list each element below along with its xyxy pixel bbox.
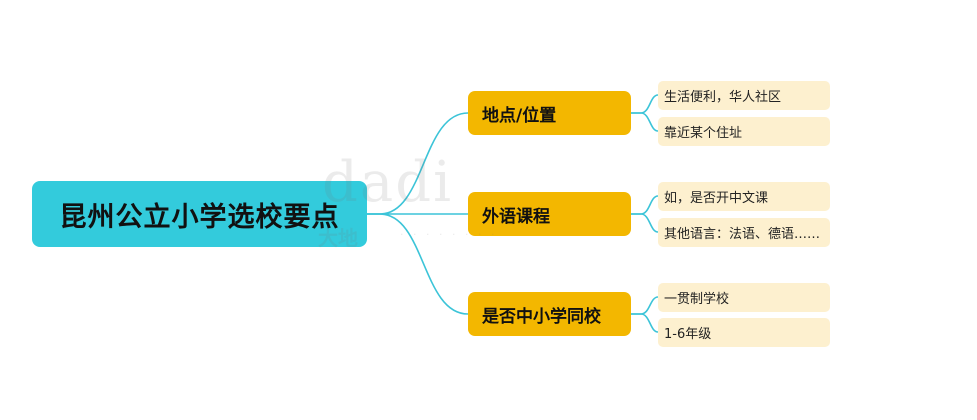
leaf-label: 生活便利，华人社区 — [664, 90, 782, 105]
leaf-topic[interactable]: 1-6年级 — [658, 318, 830, 347]
connector-branch-2-leaf-2 — [631, 213, 659, 233]
leaf-topic[interactable]: 靠近某个住址 — [658, 117, 830, 146]
connector-branch-2-leaf-1 — [631, 195, 659, 215]
leaf-topic[interactable]: 其他语言：法语、德语…… — [658, 218, 830, 247]
root-topic[interactable]: 昆州公立小学选校要点 — [32, 181, 367, 247]
leaf-label: 1-6年级 — [664, 327, 712, 342]
connector-branch-1-leaf-1 — [631, 94, 659, 114]
branch-combined-school[interactable]: 是否中小学同校 — [468, 292, 631, 336]
connector-branch-1-leaf-2 — [631, 112, 659, 132]
connector-root-branch-1 — [367, 112, 469, 215]
leaf-label: 如，是否开中文课 — [664, 191, 769, 206]
leaf-label: 一贯制学校 — [664, 292, 730, 307]
connector-branch-3-leaf-1 — [631, 296, 659, 315]
branch-label: 是否中小学同校 — [482, 306, 601, 327]
branch-label: 外语课程 — [482, 206, 550, 227]
leaf-label: 靠近某个住址 — [664, 126, 743, 141]
root-topic-label: 昆州公立小学选校要点 — [59, 201, 340, 233]
branch-location[interactable]: 地点/位置 — [468, 91, 631, 135]
branch-language-courses[interactable]: 外语课程 — [468, 192, 631, 236]
leaf-topic[interactable]: 生活便利，华人社区 — [658, 81, 830, 110]
leaf-label: 其他语言：法语、德语…… — [664, 227, 821, 242]
leaf-topic[interactable]: 如，是否开中文课 — [658, 182, 830, 211]
connector-branch-3-leaf-2 — [631, 313, 659, 333]
connector-root-branch-3 — [367, 213, 469, 315]
branch-label: 地点/位置 — [482, 105, 557, 126]
leaf-topic[interactable]: 一贯制学校 — [658, 283, 830, 312]
